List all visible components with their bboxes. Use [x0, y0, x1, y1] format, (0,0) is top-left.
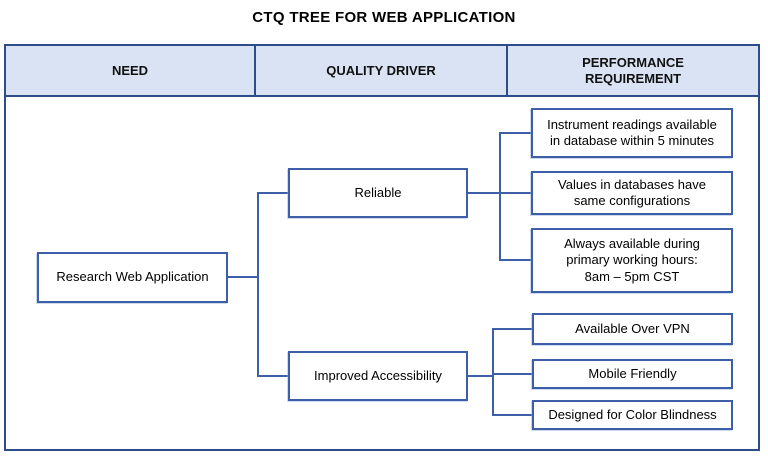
- header-cell-quality-driver: QUALITY DRIVER: [254, 46, 506, 95]
- header-cell-performance-requirement: PERFORMANCE REQUIREMENT: [506, 46, 758, 95]
- requirement-box-values-configurations: Values in databases have same configurat…: [531, 171, 733, 215]
- diagram-title: CTQ TREE FOR WEB APPLICATION: [252, 9, 516, 26]
- requirement-box-color-blindness: Designed for Color Blindness: [532, 400, 733, 430]
- header-row: NEED QUALITY DRIVER PERFORMANCE REQUIREM…: [6, 46, 758, 97]
- requirement-box-mobile-friendly: Mobile Friendly: [532, 359, 733, 389]
- requirement-box-available-over-vpn: Available Over VPN: [532, 313, 733, 345]
- requirement-box-always-available: Always available during primary working …: [531, 228, 733, 293]
- quality-driver-box-reliable: Reliable: [288, 168, 468, 218]
- need-box: Research Web Application: [37, 252, 228, 303]
- requirement-box-instrument-readings: Instrument readings available in databas…: [531, 108, 733, 158]
- header-cell-need: NEED: [111, 62, 149, 78]
- quality-driver-box-improved-accessibility: Improved Accessibility: [288, 351, 468, 401]
